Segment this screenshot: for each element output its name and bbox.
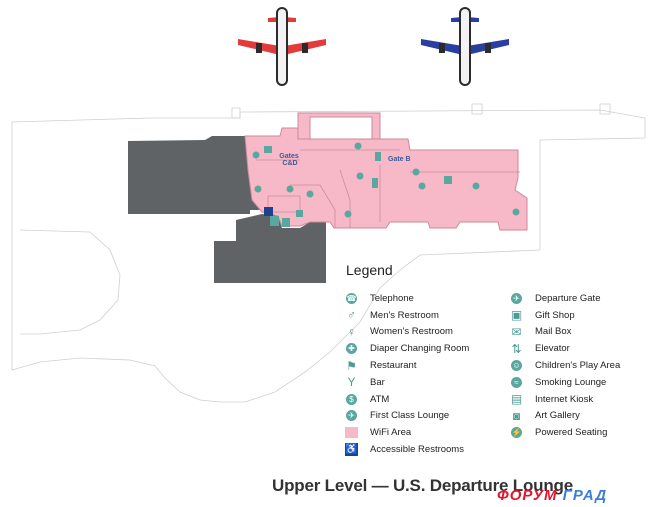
legend-title: Legend	[346, 262, 393, 278]
legend-item-label: Smoking Lounge	[535, 376, 607, 388]
legend-item-label: Men's Restroom	[370, 309, 439, 321]
legend-item-label: Bar	[370, 376, 385, 388]
first-class-lounge-icon: ✈	[345, 409, 358, 422]
legend-item-label: Internet Kiosk	[535, 393, 594, 405]
legend-item-label: Elevator	[535, 343, 570, 355]
legend-item-label: Art Gallery	[535, 410, 580, 422]
gate-b-label: Gate B	[388, 156, 411, 163]
legend-item: $ ATM	[345, 391, 469, 408]
diaper-changing-icon: ✚	[345, 342, 358, 355]
mail-box-icon: ✉	[511, 324, 522, 339]
bar-icon: Y	[347, 375, 356, 390]
legend-item: ▤ Internet Kiosk	[510, 391, 620, 408]
internet-kiosk-icon: ▤	[510, 392, 523, 407]
legend-item-label: Departure Gate	[535, 292, 601, 304]
legend-item: ◙ Art Gallery	[510, 408, 620, 425]
blue-airplane-icon	[421, 7, 509, 86]
legend-item-label: Mail Box	[535, 326, 572, 338]
legend-item: ♿ Accessible Restrooms	[345, 441, 469, 458]
legend-item-label: Telephone	[370, 292, 414, 304]
legend-item-label: Powered Seating	[535, 427, 608, 439]
restaurant-icon: ⚑	[346, 358, 357, 373]
legend-item: ✈ First Class Lounge	[345, 408, 469, 425]
womens-restroom-icon: ♀	[347, 324, 356, 339]
legend-item: ▣ Gift Shop	[510, 307, 620, 324]
powered-seating-icon: ⚡	[511, 427, 522, 439]
play-area-icon: ☺	[511, 360, 522, 372]
legend-item: ✚ Diaper Changing Room	[345, 340, 469, 357]
legend-item: ☎ Telephone	[345, 290, 469, 307]
art-gallery-icon: ◙	[512, 408, 521, 423]
legend-item: Y Bar	[345, 374, 469, 391]
legend-item-label: Diaper Changing Room	[370, 343, 470, 355]
wifi-area	[244, 112, 528, 231]
gift-shop-icon: ▣	[510, 308, 523, 323]
gates-cd-label: Gates C&D	[279, 153, 300, 167]
legend-item: ✈ Departure Gate	[510, 290, 620, 307]
legend-item: ♀ Women's Restroom	[345, 324, 469, 341]
elevator-icon: ⇅	[511, 341, 522, 356]
watermark-part-2: ГРАД	[562, 487, 608, 504]
legend-item: ♂ Men's Restroom	[345, 307, 469, 324]
legend-item-label: Gift Shop	[535, 309, 575, 321]
legend-item-label: Accessible Restrooms	[370, 444, 464, 456]
map-amenity-markers	[252, 142, 520, 227]
watermark-part-1: ФОРУМ	[497, 487, 558, 504]
legend-item-label: Restaurant	[370, 360, 417, 372]
legend-item: ☺ Children's Play Area	[510, 357, 620, 374]
map-accessible-restroom-icon	[264, 207, 273, 216]
legend-item-label: Children's Play Area	[535, 360, 621, 372]
red-airplane-icon	[238, 7, 326, 86]
legend-item: WiFi Area	[345, 424, 469, 441]
mens-restroom-icon: ♂	[347, 308, 356, 323]
page-title: Upper Level — U.S. Departure Lounge	[272, 476, 573, 495]
legend-item-label: Women's Restroom	[370, 326, 453, 338]
legend-item-label: ATM	[370, 393, 390, 405]
departure-gate-icon: ✈	[510, 292, 523, 305]
telephone-icon: ☎	[346, 292, 357, 304]
legend-right-column: ✈ Departure Gate ▣ Gift Shop ✉ Mail Box ⇅ Eleva…	[510, 290, 620, 441]
legend-item-label: WiFi Area	[370, 427, 412, 439]
smoking-lounge-icon: ≈	[510, 376, 523, 389]
watermark: ФОРУМ ГРАД	[497, 487, 607, 504]
legend-item: ⚡ Powered Seating	[510, 424, 620, 441]
legend-item: ✉ Mail Box	[510, 324, 620, 341]
legend-left-column: ☎ Telephone ♂ Men's Restroom ♀ Women's Restro…	[345, 290, 469, 458]
legend-item-label: First Class Lounge	[370, 410, 450, 422]
legend-item: ⇅ Elevator	[510, 340, 620, 357]
legend-item: ⚑ Restaurant	[345, 357, 469, 374]
accessible-icon: ♿	[345, 443, 358, 457]
wifi-area-swatch	[345, 426, 358, 439]
atm-icon: $	[345, 393, 358, 406]
legend-item: ≈ Smoking Lounge	[510, 374, 620, 391]
